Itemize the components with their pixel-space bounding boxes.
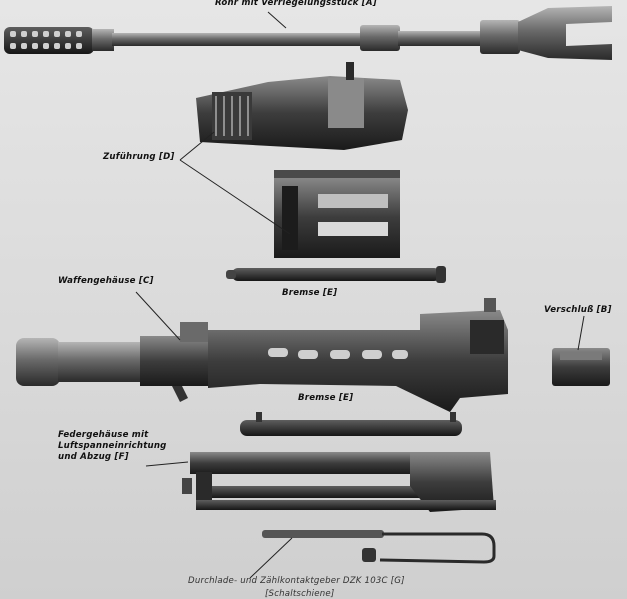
feed-unit-plate xyxy=(274,170,400,258)
brake-middle xyxy=(240,412,462,436)
label-barrel: Rohr mit Verriegelungsstück [A] xyxy=(215,0,377,8)
label-switch-rail: [Schaltschiene] xyxy=(265,589,335,599)
spring-housing xyxy=(182,452,496,512)
label-housing: Waffengehäuse [C] xyxy=(58,276,154,286)
label-spring-housing-line-1: Federgehäuse mit xyxy=(58,430,149,440)
label-spring-housing: Federgehäuse mit Luftspanneinrichtung un… xyxy=(58,430,208,463)
feed-unit-top xyxy=(196,62,408,150)
leader-lines xyxy=(135,11,585,579)
barrel-assembly xyxy=(4,6,612,60)
weapon-housing xyxy=(16,298,508,412)
label-breech: Verschluß [B] xyxy=(544,305,612,315)
breech-block xyxy=(552,348,610,386)
brake-top xyxy=(226,266,446,283)
contact-rail xyxy=(262,530,496,564)
label-spring-housing-line-2: Luftspanneinrichtung xyxy=(58,441,167,451)
label-spring-housing-line-3: und Abzug [F] xyxy=(58,452,129,462)
label-brake-top: Bremse [E] xyxy=(282,288,338,298)
label-feed: Zuführung [D] xyxy=(103,152,175,162)
label-contact-rail: Durchlade- und Zählkontaktgeber DZK 103C… xyxy=(188,576,405,586)
label-brake-middle: Bremse [E] xyxy=(298,393,354,403)
